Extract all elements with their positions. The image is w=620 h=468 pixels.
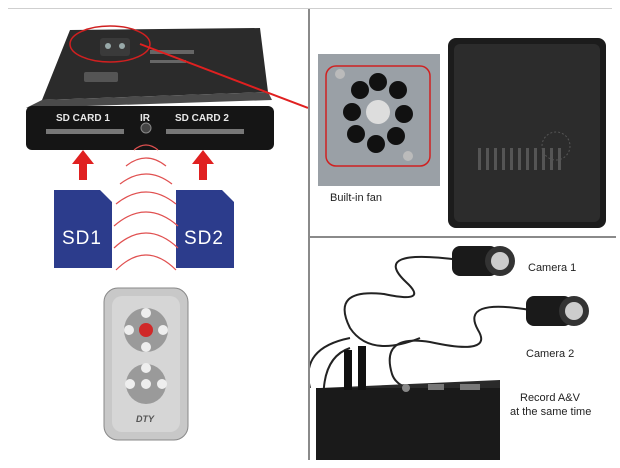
recorder-device	[26, 25, 274, 150]
record-caption-line1: Record A&V	[520, 392, 580, 404]
fan-caption: Built-in fan	[330, 192, 382, 204]
sd-cards	[54, 190, 234, 268]
remote-control	[103, 287, 189, 441]
ir-signal-waves	[113, 144, 179, 271]
sd-card-2-slot-label: SD CARD 2	[175, 113, 229, 124]
vertical-divider	[308, 8, 310, 460]
remote-logo: DTY	[136, 414, 154, 424]
sd-card-1-text: SD1	[62, 228, 102, 249]
sd-card-1-slot-label: SD CARD 1	[56, 113, 110, 124]
camera-2-label: Camera 2	[526, 348, 575, 360]
fan-closeup	[318, 54, 440, 186]
camera-2	[526, 296, 589, 326]
top-right-panel-art	[318, 38, 606, 228]
small-recorder	[316, 346, 500, 460]
outer-border	[8, 8, 612, 9]
ir-window-label: IR	[140, 113, 150, 124]
horizontal-divider	[310, 236, 616, 238]
sd-card-2-text: SD2	[184, 228, 224, 249]
fan-pointer-arrow	[139, 43, 308, 109]
camera-1	[452, 246, 515, 276]
recorder-enclosure	[448, 38, 606, 228]
card-insert-arrows	[72, 150, 214, 180]
left-panel-art	[26, 25, 308, 441]
bottom-right-panel-art	[310, 246, 589, 460]
record-caption-line2: at the same time	[510, 406, 592, 418]
camera-1-label: Camera 1	[528, 262, 577, 274]
